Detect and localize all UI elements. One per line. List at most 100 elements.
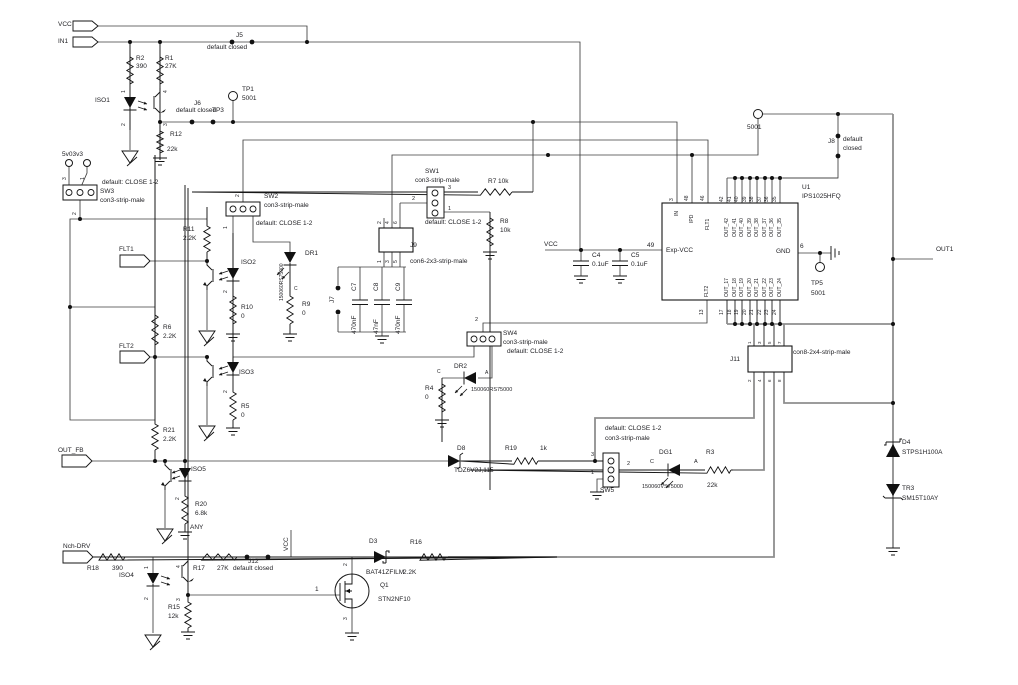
junction-dot [186, 593, 190, 597]
wire [242, 139, 709, 203]
q1-s: 3 [343, 617, 349, 620]
r9-resistor [285, 265, 295, 334]
junction-dot [128, 40, 132, 44]
led-emission-arrowhead [219, 277, 223, 281]
u1-outtop-name-4: OUT_38 [754, 218, 760, 237]
dr2-led [464, 372, 476, 384]
led-emission-arrowhead [455, 389, 459, 393]
j11-p1: 1 [747, 341, 752, 344]
sw1-note: default: CLOSE 1-2 [425, 219, 482, 226]
iso4-transistor-collector [182, 557, 189, 567]
j11-ref: J11 [730, 356, 740, 363]
c8-ref: C8 [373, 282, 380, 291]
sw4-p2: 2 [475, 317, 479, 323]
dg1-part: 150060VS75000 [642, 484, 683, 490]
dr1-part: 150060RS75000 [279, 263, 285, 301]
capacitor [396, 299, 412, 306]
d8-ref: D8 [457, 445, 466, 452]
junction-dot [205, 355, 209, 359]
iso4-led [147, 573, 159, 584]
u1-outtop-name-6: OUT_36 [769, 218, 775, 237]
led-emission-arrowhead [172, 476, 176, 480]
u1-outtop-num-1: 41 [727, 196, 733, 202]
net-vcc-rail: VCC [544, 241, 558, 248]
iso5-led [179, 468, 191, 479]
jumper-dot [335, 285, 341, 291]
u1-outbot-num-2: 19 [734, 309, 740, 315]
junction-dot [305, 40, 309, 44]
port-flt1: FLT1 [119, 246, 134, 253]
dr2-ref: DR2 [454, 363, 468, 370]
net-any: ANY [190, 524, 204, 531]
iso1-p3: 3 [163, 123, 169, 126]
sw3-type: con3-strip-male [100, 197, 145, 204]
j12-note: default closed [233, 565, 274, 572]
j9-ref: J9 [410, 242, 417, 249]
junction-dot [778, 322, 782, 326]
c5-ref: C5 [631, 252, 640, 259]
ground-symbol [345, 632, 359, 641]
iso2-p1: 1 [223, 226, 229, 229]
sw2-type: con3-strip-male [264, 202, 309, 209]
r12-ref: R12 [170, 131, 182, 138]
sw1-ref: SW1 [425, 168, 440, 175]
ground-symbol [226, 427, 240, 436]
iso1-led [124, 97, 136, 108]
iso4-p4: 4 [176, 565, 182, 568]
nch_drv-port-flag [62, 550, 94, 564]
jumper-dot [835, 153, 841, 159]
c7-val: 470nF [351, 315, 358, 334]
junction-dot [770, 176, 774, 180]
d3-cathode [382, 550, 390, 564]
port-vcc: VCC [58, 21, 72, 28]
ground-arrow-symbol [198, 330, 216, 347]
r2-ref: R2 [136, 55, 145, 62]
ground-symbol [178, 531, 192, 540]
vcc-port-flag [72, 20, 99, 32]
junction-dot [546, 153, 550, 157]
j11-p3: 3 [757, 341, 762, 344]
iso4-p2: 2 [144, 597, 150, 600]
sw4-type: con3-strip-male [503, 339, 548, 346]
r8-val: 10k [500, 227, 511, 234]
dr1-ref: DR1 [305, 250, 319, 257]
r19-val: 1k [540, 445, 547, 452]
net-5v: 5v03v3 [62, 151, 83, 158]
j6-ref: J6 [194, 100, 201, 107]
j11-p7: 7 [777, 341, 782, 344]
sw5-pin [607, 466, 615, 474]
c8-val: 47nF [373, 319, 380, 334]
u1-outtop-name-0: OUT_42 [724, 218, 730, 237]
junction-dot [163, 459, 167, 463]
wire [79, 166, 88, 190]
j8-note1: default [843, 136, 863, 143]
port-in1: IN1 [58, 38, 69, 45]
u1-outtop-num-7: 35 [772, 196, 778, 202]
c4-val: 0.1uF [592, 261, 609, 268]
ground-symbol [483, 251, 497, 260]
j11-p5: 5 [767, 341, 772, 344]
u1-outtop-name-1: OUT_41 [732, 218, 738, 237]
junction-dot [158, 40, 162, 44]
ground-symbol [375, 335, 389, 344]
junction-dot [593, 459, 597, 463]
j11-p6: 6 [767, 379, 772, 382]
iso4-ref: ISO4 [119, 572, 134, 579]
j9-p6: 6 [393, 221, 399, 224]
flt2-port-flag [119, 350, 151, 364]
led-emission-arrowhead [143, 101, 147, 105]
junction-dot [733, 176, 737, 180]
dg1-ref: DG1 [659, 449, 673, 456]
led-emission-arrowhead [166, 582, 170, 586]
junction-dot [153, 459, 157, 463]
ground-symbol [283, 333, 297, 342]
sw4-pin [470, 335, 478, 343]
q1-d: 2 [343, 563, 349, 566]
j5-note: default closed [207, 44, 248, 51]
wire-bus [733, 372, 765, 471]
ground-arrow-symbol [144, 634, 162, 651]
junction-dot [891, 257, 895, 261]
u1-outbot-name-1: OUT_18 [732, 278, 738, 297]
